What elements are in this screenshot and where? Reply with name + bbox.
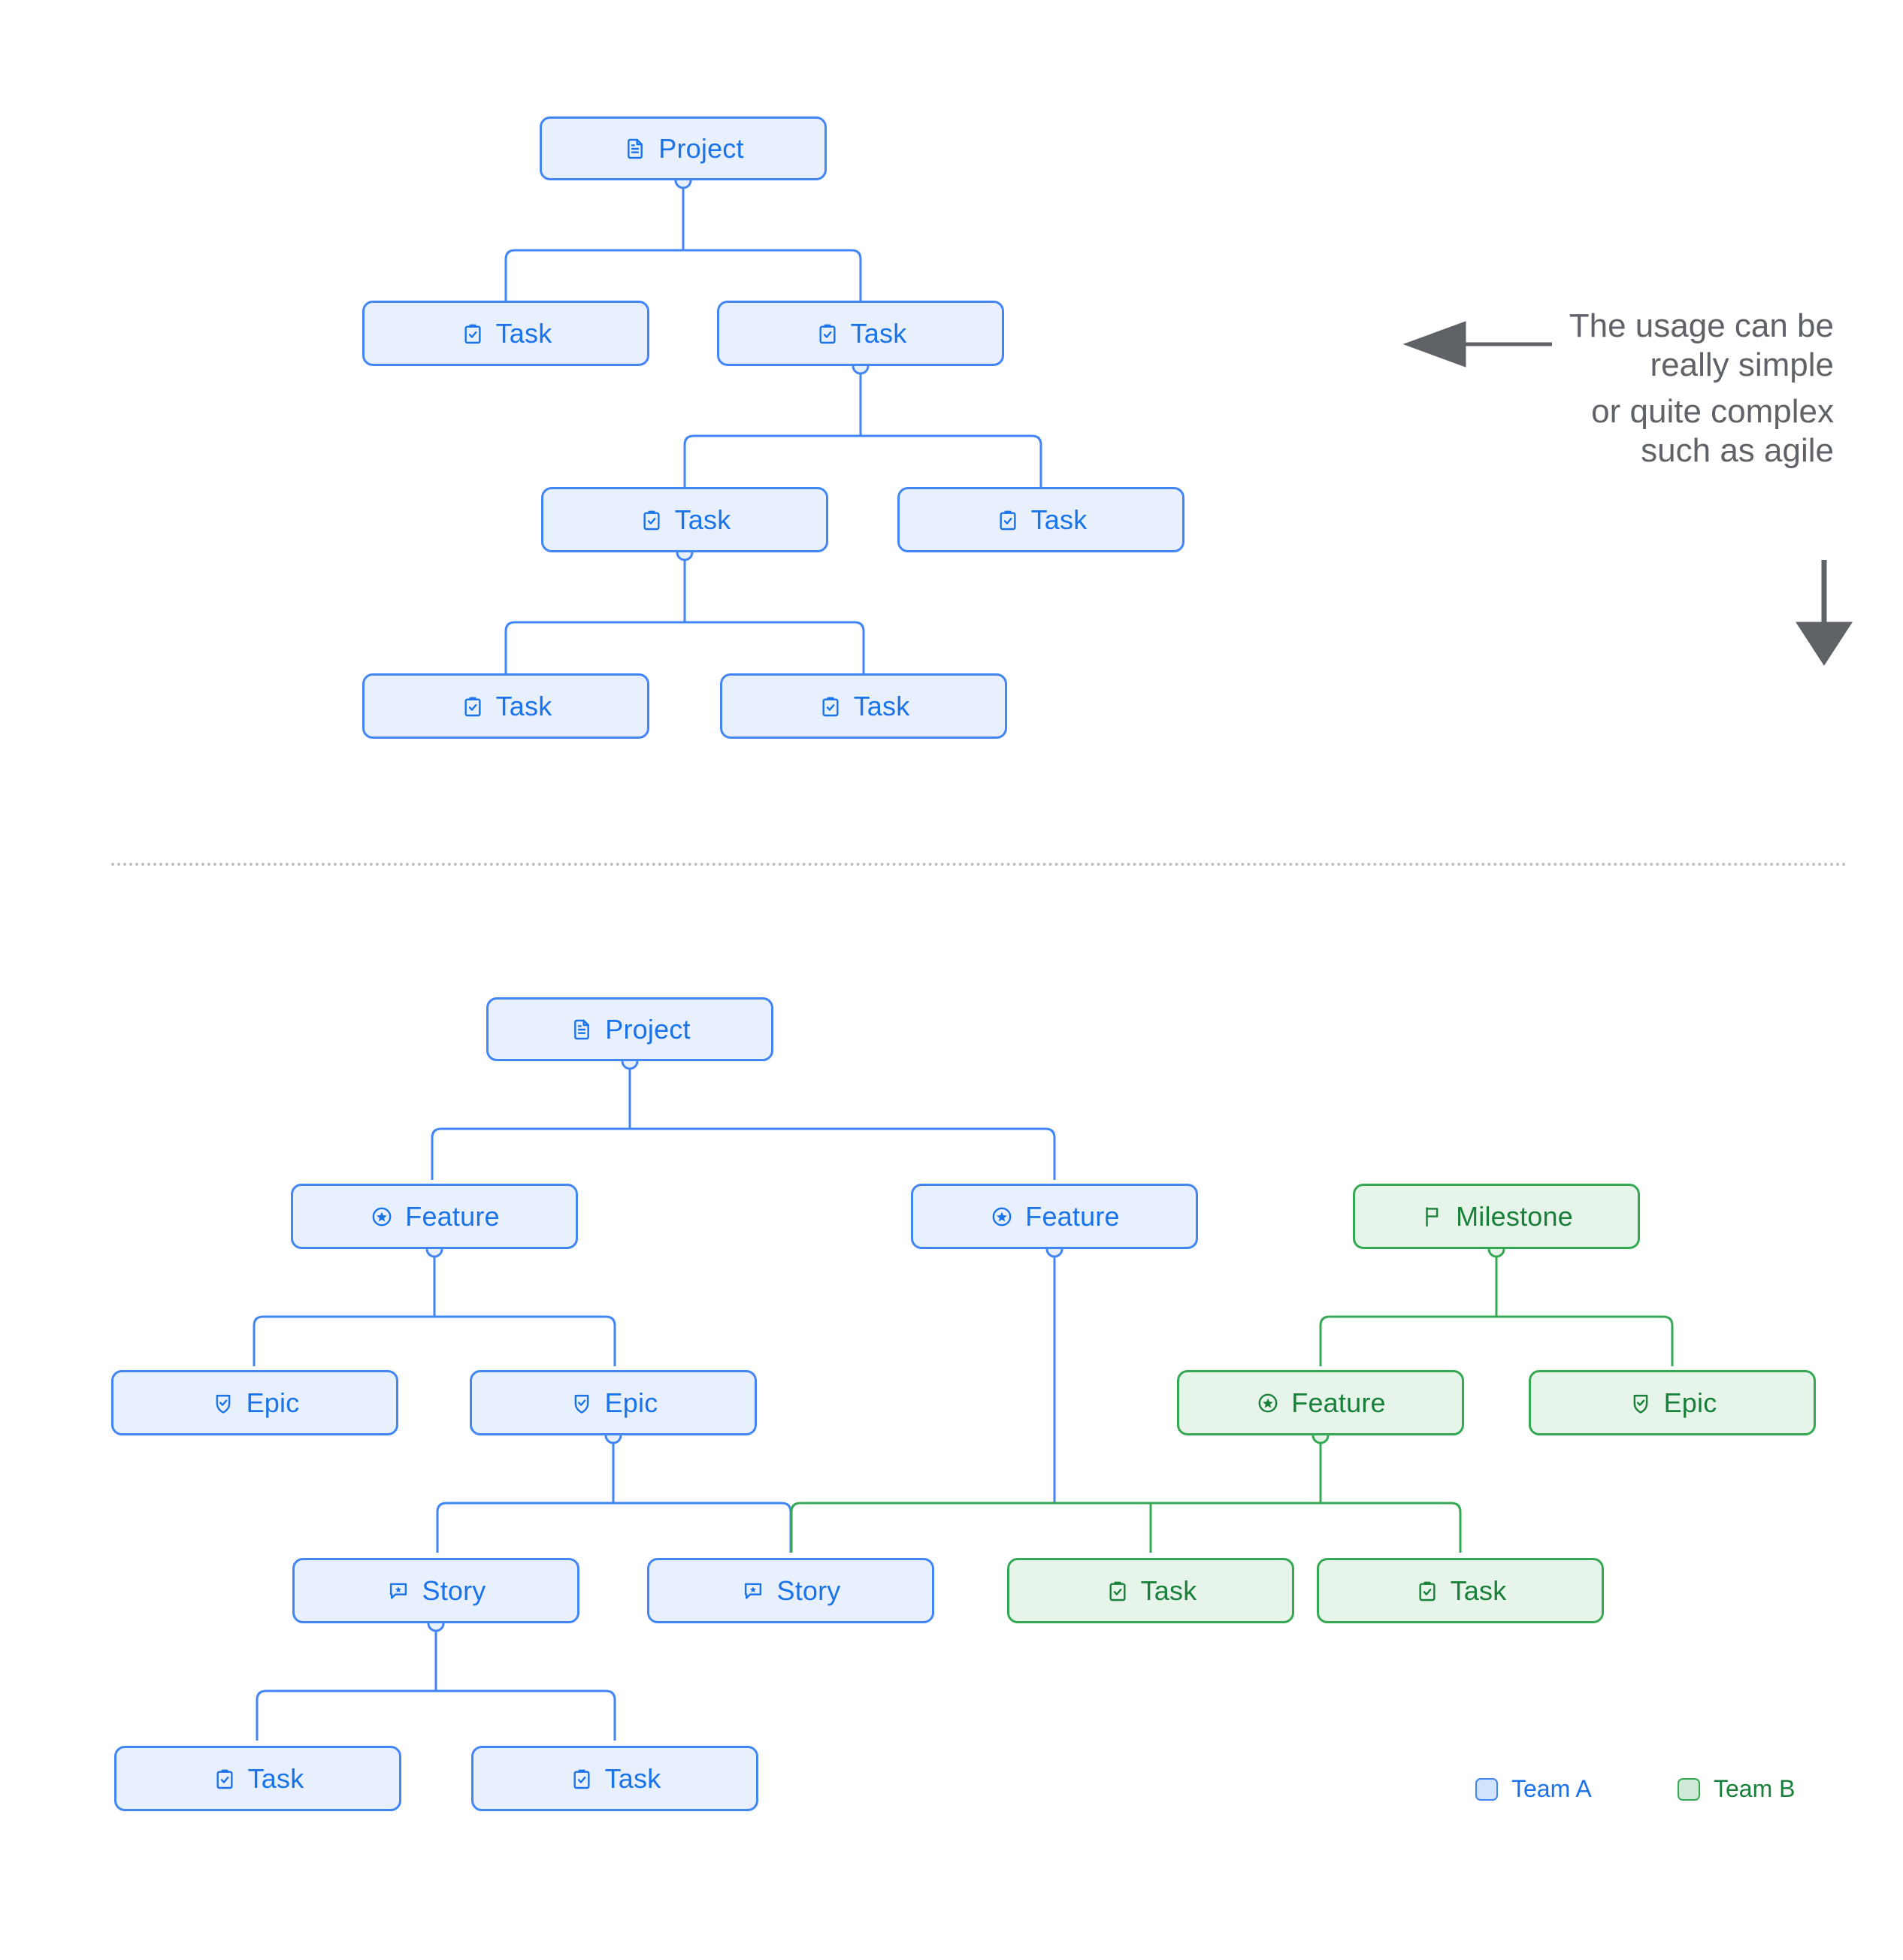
node-label: Story bbox=[776, 1574, 841, 1606]
node-label: Milestone bbox=[1456, 1200, 1573, 1232]
node-task[interactable]: Task bbox=[897, 487, 1184, 552]
node-task[interactable]: Task bbox=[362, 673, 649, 739]
node-milestone[interactable]: Milestone bbox=[1353, 1184, 1640, 1249]
legend-label: Team B bbox=[1714, 1775, 1796, 1802]
node-task[interactable]: Task bbox=[720, 673, 1007, 739]
node-label: Task bbox=[1450, 1574, 1507, 1606]
comment-star-icon bbox=[386, 1578, 411, 1604]
clipboard-check-icon bbox=[1414, 1578, 1440, 1604]
node-label: Epic bbox=[604, 1387, 658, 1418]
node-project[interactable]: Project bbox=[486, 997, 773, 1061]
legend-swatch-blue bbox=[1475, 1777, 1498, 1801]
node-label: Feature bbox=[405, 1200, 500, 1232]
node-label: Project bbox=[658, 132, 744, 164]
node-label: Story bbox=[422, 1574, 486, 1606]
document-icon bbox=[622, 136, 648, 162]
node-project[interactable]: Project bbox=[540, 116, 827, 180]
flag-icon bbox=[1420, 1204, 1445, 1230]
node-story[interactable]: Story bbox=[292, 1558, 579, 1623]
node-label: Task bbox=[495, 690, 552, 721]
node-label: Task bbox=[674, 504, 731, 535]
clipboard-check-icon bbox=[815, 321, 840, 346]
clipboard-check-icon bbox=[995, 507, 1021, 533]
node-epic[interactable]: Epic bbox=[470, 1370, 757, 1435]
clipboard-check-icon bbox=[639, 507, 664, 533]
node-task[interactable]: Task bbox=[541, 487, 828, 552]
node-label: Task bbox=[1140, 1574, 1197, 1606]
star-circle-icon bbox=[1255, 1390, 1281, 1416]
annotation-line-3: or quite complex bbox=[1591, 392, 1834, 430]
node-task[interactable]: Task bbox=[362, 301, 649, 366]
legend-swatch-green bbox=[1678, 1777, 1700, 1801]
node-label: Feature bbox=[1291, 1387, 1386, 1418]
node-label: Task bbox=[604, 1762, 661, 1794]
legend-label: Team A bbox=[1511, 1775, 1592, 1802]
node-label: Task bbox=[853, 690, 910, 721]
node-label: Task bbox=[247, 1762, 304, 1794]
clipboard-check-icon bbox=[818, 694, 843, 719]
node-feature[interactable]: Feature bbox=[291, 1184, 578, 1249]
section-divider bbox=[111, 863, 1847, 866]
clipboard-check-icon bbox=[569, 1766, 594, 1792]
shield-check-icon bbox=[569, 1390, 594, 1416]
node-label: Epic bbox=[246, 1387, 300, 1418]
clipboard-check-icon bbox=[1105, 1578, 1130, 1604]
edges-top bbox=[504, 180, 1042, 673]
node-task[interactable]: Task bbox=[471, 1746, 758, 1811]
star-circle-icon bbox=[369, 1204, 395, 1230]
node-label: Project bbox=[605, 1013, 691, 1045]
node-label: Task bbox=[495, 317, 552, 349]
annotation-line-4: such as agile bbox=[1641, 431, 1834, 469]
node-task[interactable]: Task bbox=[1007, 1558, 1294, 1623]
node-task[interactable]: Task bbox=[114, 1746, 401, 1811]
clipboard-check-icon bbox=[460, 321, 486, 346]
star-circle-icon bbox=[989, 1204, 1015, 1230]
node-epic[interactable]: Epic bbox=[1529, 1370, 1816, 1435]
annotation-line-2: really simple bbox=[1650, 346, 1834, 383]
node-task[interactable]: Task bbox=[1317, 1558, 1604, 1623]
annotation-text: The usage can be really simple or quite … bbox=[1473, 307, 1834, 470]
node-story[interactable]: Story bbox=[647, 1558, 934, 1623]
comment-star-icon bbox=[740, 1578, 766, 1604]
node-epic[interactable]: Epic bbox=[111, 1370, 398, 1435]
shield-check-icon bbox=[1628, 1390, 1653, 1416]
legend-team-b[interactable]: Team B bbox=[1678, 1775, 1795, 1803]
node-feature[interactable]: Feature bbox=[1177, 1370, 1464, 1435]
clipboard-check-icon bbox=[460, 694, 486, 719]
node-label: Epic bbox=[1663, 1387, 1717, 1418]
legend-team-a[interactable]: Team A bbox=[1475, 1775, 1592, 1803]
clipboard-check-icon bbox=[212, 1766, 237, 1792]
node-label: Feature bbox=[1025, 1200, 1120, 1232]
node-task[interactable]: Task bbox=[717, 301, 1004, 366]
annotation-line-1: The usage can be bbox=[1569, 307, 1834, 344]
document-icon bbox=[569, 1017, 594, 1042]
node-label: Task bbox=[850, 317, 907, 349]
node-feature[interactable]: Feature bbox=[911, 1184, 1198, 1249]
shield-check-icon bbox=[210, 1390, 236, 1416]
node-label: Task bbox=[1030, 504, 1088, 535]
